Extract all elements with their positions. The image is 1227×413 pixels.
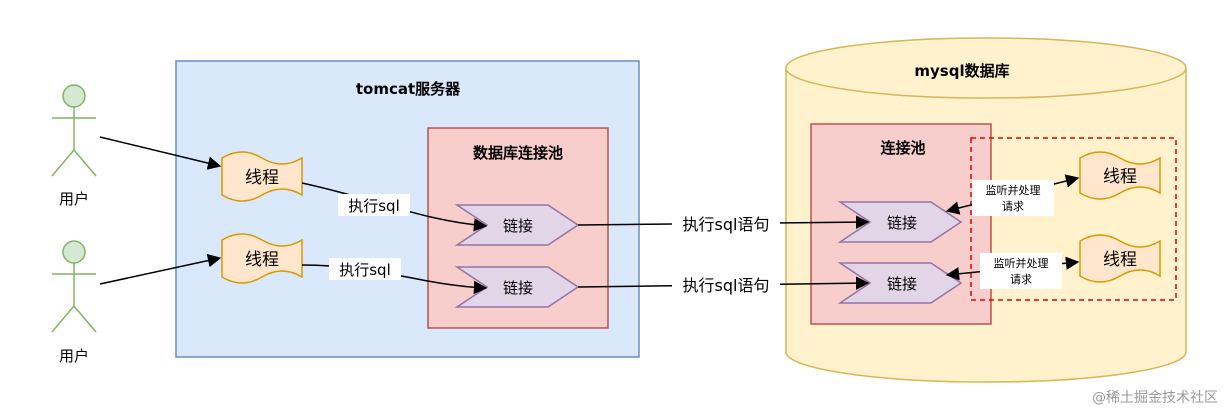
- exec-sql-statement-label-bg-2: [672, 273, 780, 297]
- db-thread-label-1: 线程: [1103, 167, 1137, 187]
- mysql-database-title: mysql数据库: [914, 62, 1009, 80]
- listen-label-1-line2: 请求: [1002, 200, 1024, 213]
- exec-sql-statement-label-2: 执行sql语句: [683, 276, 770, 295]
- arrow-user1-to-thread1: [99, 136, 222, 170]
- listen-label-2-line1: 监听并处理: [994, 256, 1049, 270]
- db-thread-shape-1: [1079, 151, 1161, 200]
- user-label-1: 用户: [59, 190, 89, 208]
- exec-sql-label-bg-2: [329, 258, 401, 280]
- tomcat-server-title: tomcat服务器: [356, 80, 461, 98]
- listen-label-bg-2: [980, 253, 1062, 289]
- listen-label-2-line2: 请求: [1010, 273, 1032, 286]
- user-label-2: 用户: [59, 347, 89, 365]
- db-connection-label-2: 链接: [887, 275, 917, 293]
- tomcat-thread-label-2: 线程: [245, 250, 279, 270]
- listen-label-bg-1: [972, 180, 1054, 216]
- arrow-user2-to-thread2: [99, 253, 222, 285]
- exec-sql-statement-label-bg-1: [672, 212, 780, 236]
- tomcat-connection-label-2: 链接: [503, 279, 533, 297]
- db-connection-shape-1: [837, 201, 963, 243]
- tomcat-connection-label-1: 链接: [503, 217, 533, 235]
- exec-sql-label-2: 执行sql: [339, 261, 391, 279]
- db-connection-label-1: 链接: [887, 214, 917, 232]
- user-actor-1: [51, 84, 97, 177]
- tomcat-thread-label-1: 线程: [245, 168, 279, 188]
- tomcat-thread-shape-2: [221, 233, 303, 284]
- exec-sql-statement-label-1: 执行sql语句: [683, 215, 770, 234]
- db-thread-label-2: 线程: [1103, 250, 1137, 270]
- exec-sql-label-1: 执行sql: [348, 197, 400, 215]
- db-connection-pool-title: 连接池: [880, 139, 925, 157]
- db-connection-shape-2: [837, 262, 963, 304]
- connection-pool-title: 数据库连接池: [473, 144, 563, 162]
- user-actor-2: [51, 240, 97, 333]
- listen-label-1-line1: 监听并处理: [986, 183, 1041, 197]
- db-thread-group-dashed-box: [970, 137, 1177, 301]
- exec-sql-label-bg-1: [338, 194, 410, 216]
- watermark: @稀土掘金技术社区: [1092, 390, 1218, 406]
- tomcat-thread-shape-1: [221, 151, 303, 202]
- db-thread-shape-2: [1079, 234, 1161, 283]
